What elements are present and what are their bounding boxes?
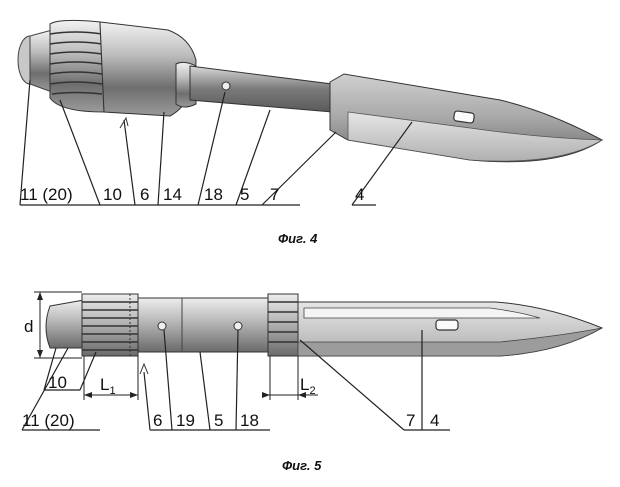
fig5-grip-ribs <box>82 301 138 351</box>
fig5-collar-ribs <box>268 301 298 343</box>
fig4-blade-slot <box>453 110 475 124</box>
fig4-ribbed-grip <box>49 19 105 113</box>
fig5-ribbed-collar <box>267 293 299 357</box>
fig4-label-6: 6 <box>140 185 149 204</box>
fig4-end-cap-body <box>29 29 53 93</box>
fig4-label-5: 5 <box>240 185 249 204</box>
fig4-pin-18 <box>221 81 231 91</box>
fig5-label-18: 18 <box>240 411 259 430</box>
fig5-label-d: d <box>24 317 33 336</box>
fig5-label-5: 5 <box>214 411 223 430</box>
fig4-blade-edge <box>347 111 604 162</box>
fig5-drawing: d L1 L2 <box>21 291 604 473</box>
fig5-caption: Фиг. 5 <box>282 458 322 473</box>
fig4-label-10: 10 <box>103 185 122 204</box>
fig5-dimension-l2 <box>262 356 318 400</box>
fig5-label-7: 7 <box>406 411 415 430</box>
fig5-blade-slot <box>435 319 459 331</box>
fig5-label-l1: L1 <box>100 375 116 397</box>
fig4-label-14: 14 <box>163 185 182 204</box>
fig4-rod <box>189 65 333 113</box>
fig5-pin-19 <box>157 321 167 331</box>
fig5-pointer-arrow <box>139 362 149 375</box>
fig5-label-6: 6 <box>153 411 162 430</box>
fig5-label-19: 19 <box>176 411 195 430</box>
fig5-label-4: 4 <box>430 411 439 430</box>
fig4-caption: Фиг. 4 <box>278 231 318 246</box>
fig4-leader-lines <box>19 79 413 206</box>
fig5-label-l2: L2 <box>300 375 316 397</box>
fig5-label-11-20: 11 (20) <box>22 411 75 430</box>
fig4-drawing: 11 (20) 10 6 14 18 5 7 4 Фиг. 4 <box>17 19 604 246</box>
fig5-blade-spine <box>303 307 541 319</box>
fig4-grip-ribs <box>49 31 103 95</box>
fig4-label-18: 18 <box>204 185 223 204</box>
fig5-end-cap <box>45 299 85 349</box>
fig4-handle-body <box>99 21 197 117</box>
fig4-label-4: 4 <box>355 185 364 204</box>
fig4-label-7: 7 <box>270 185 279 204</box>
fig5-dimension-l1 <box>83 356 139 400</box>
fig4-pointer-arrow <box>119 116 129 129</box>
fig5-pin-18 <box>233 321 243 331</box>
fig5-ribbed-grip <box>81 293 139 357</box>
fig5-blade-edge <box>297 327 603 357</box>
fig5-label-10: 10 <box>48 373 67 392</box>
fig4-label-11-20: 11 (20) <box>20 185 73 204</box>
fig5-leader-lines <box>21 329 450 431</box>
fig5-dimension-d <box>34 291 82 359</box>
